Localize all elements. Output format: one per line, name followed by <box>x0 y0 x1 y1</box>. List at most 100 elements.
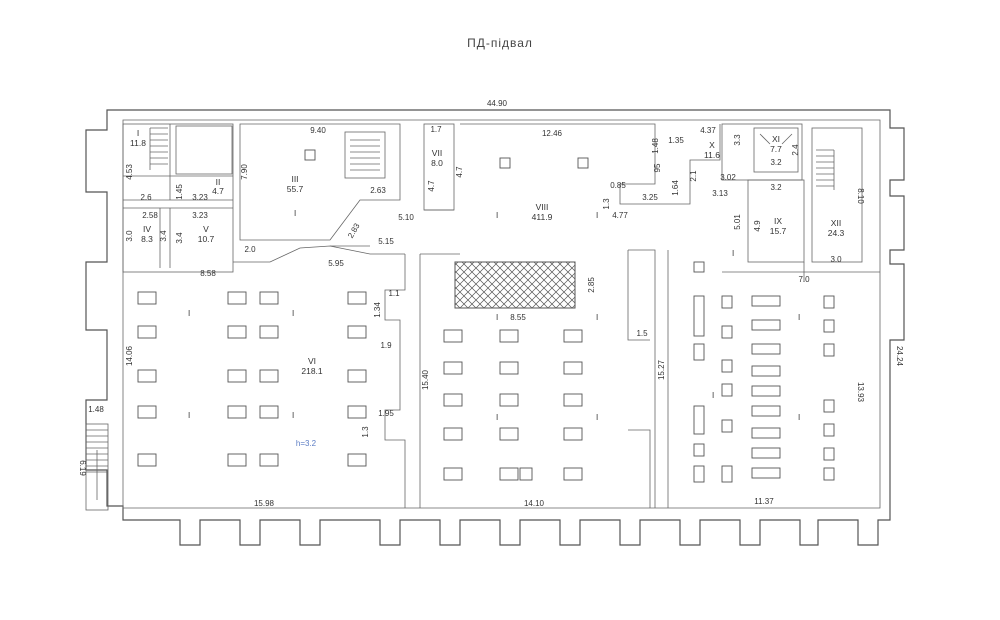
columns-vi <box>137 291 367 467</box>
svg-text:I: I <box>798 313 800 322</box>
entrance-stair <box>85 423 109 511</box>
svg-text:3.02: 3.02 <box>720 173 736 182</box>
dim-left-stair: 6.19 <box>78 460 87 476</box>
svg-text:8.58: 8.58 <box>200 269 216 278</box>
room-num-vi: VI <box>308 356 316 366</box>
room-num-iv: IV <box>143 224 151 234</box>
stair-xii <box>816 149 835 190</box>
hatched-block <box>454 261 576 309</box>
svg-text:I: I <box>712 391 714 400</box>
svg-text:3.13: 3.13 <box>712 189 728 198</box>
room-num-iii: III <box>291 174 298 184</box>
svg-text:1.9: 1.9 <box>380 341 392 350</box>
room-area-vi: 218.1 <box>301 366 323 376</box>
room-num-ii: II <box>216 177 221 187</box>
corridor-wall <box>233 245 405 263</box>
room-viii-wall <box>460 123 721 205</box>
svg-text:5.15: 5.15 <box>378 237 394 246</box>
room-block-topleft <box>122 123 234 273</box>
room-num-x: X <box>709 140 715 150</box>
svg-text:I: I <box>294 209 296 218</box>
svg-text:4.77: 4.77 <box>612 211 628 220</box>
room-ix-wall <box>747 179 805 263</box>
inner-wall <box>122 119 881 509</box>
room-num-vii: VII <box>432 148 442 158</box>
svg-text:14.06: 14.06 <box>125 345 134 366</box>
height-note: h=3.2 <box>296 439 317 448</box>
svg-text:1.64: 1.64 <box>671 180 680 196</box>
svg-text:2.58: 2.58 <box>142 211 158 220</box>
svg-text:3.0: 3.0 <box>830 255 842 264</box>
svg-text:11.37: 11.37 <box>754 497 774 506</box>
svg-text:15.27: 15.27 <box>657 359 666 380</box>
plan-title: ПД-підвал <box>467 36 533 50</box>
svg-text:I: I <box>292 411 294 420</box>
stair-iii <box>344 131 386 179</box>
room-area-i: 11.8 <box>130 138 146 148</box>
room-area-iii: 55.7 <box>287 184 304 194</box>
svg-text:3.23: 3.23 <box>192 193 208 202</box>
svg-text:3.25: 3.25 <box>642 193 658 202</box>
svg-text:2.0: 2.0 <box>244 245 256 254</box>
room-iii-wall <box>239 123 401 241</box>
room-area-v: 10.7 <box>198 234 215 244</box>
svg-text:1.3: 1.3 <box>602 198 611 210</box>
svg-text:3.2: 3.2 <box>770 158 782 167</box>
svg-text:I: I <box>292 309 294 318</box>
room-area-vii: 8.0 <box>431 158 443 168</box>
svg-text:2.83: 2.83 <box>346 221 362 239</box>
svg-text:2.63: 2.63 <box>370 186 386 195</box>
dimension-labels: 4.53 2.6 1.45 3.23 7.90 9.40 2.63 2.58 3… <box>125 125 865 508</box>
svg-text:I: I <box>596 313 598 322</box>
room-area-iv: 8.3 <box>141 234 153 244</box>
svg-text:5.95: 5.95 <box>328 259 344 268</box>
svg-text:2.4: 2.4 <box>791 144 800 156</box>
room-labels: I 11.8 II 4.7 III 55.7 IV 8.3 V 10.7 VI … <box>130 128 845 376</box>
svg-text:3.23: 3.23 <box>192 211 208 220</box>
svg-text:2.6: 2.6 <box>140 193 152 202</box>
room-area-xii: 24.3 <box>828 228 845 238</box>
svg-text:1.48: 1.48 <box>651 138 660 154</box>
dim-overall-width: 44.90 <box>487 99 508 108</box>
svg-text:0.85: 0.85 <box>610 181 626 190</box>
svg-text:14.10: 14.10 <box>524 499 545 508</box>
svg-text:1.45: 1.45 <box>175 184 184 200</box>
svg-text:I: I <box>496 413 498 422</box>
svg-text:7.0: 7.0 <box>798 275 810 284</box>
svg-text:95: 95 <box>653 163 662 172</box>
svg-text:I: I <box>596 413 598 422</box>
room-viii-east-wall <box>628 249 656 508</box>
room-num-ix: IX <box>774 216 782 226</box>
svg-text:I: I <box>496 313 498 322</box>
room-area-viii: 411.9 <box>532 212 553 222</box>
svg-text:1.5: 1.5 <box>636 329 648 338</box>
svg-text:4.7: 4.7 <box>427 180 436 192</box>
room-num-i: I <box>137 128 139 138</box>
room-area-ix: 15.7 <box>770 226 787 236</box>
outer-wall <box>85 109 905 546</box>
room-num-xi: XI <box>772 134 780 144</box>
svg-text:3.3: 3.3 <box>733 134 742 146</box>
room-xi-wall <box>753 127 799 173</box>
svg-text:I: I <box>798 413 800 422</box>
svg-text:8.55: 8.55 <box>510 313 526 322</box>
svg-text:12.46: 12.46 <box>542 129 563 138</box>
stair-i <box>149 127 168 170</box>
svg-text:5.10: 5.10 <box>398 213 414 222</box>
svg-text:7.90: 7.90 <box>240 164 249 180</box>
marks: I I I I I I I I I I I I I I I <box>188 209 800 422</box>
dim-left-stair-w: 1.48 <box>88 405 104 414</box>
svg-text:9.40: 9.40 <box>310 126 326 135</box>
svg-text:I: I <box>596 211 598 220</box>
svg-text:2.85: 2.85 <box>587 277 596 293</box>
svg-text:3.0: 3.0 <box>125 230 134 242</box>
svg-text:13.93: 13.93 <box>856 382 865 403</box>
svg-text:1.35: 1.35 <box>668 136 684 145</box>
svg-text:3.4: 3.4 <box>175 232 184 244</box>
room-num-v: V <box>203 224 209 234</box>
columns-viii <box>443 329 583 481</box>
room-area-ii: 4.7 <box>212 186 224 196</box>
svg-text:3.2: 3.2 <box>770 183 782 192</box>
svg-text:4.9: 4.9 <box>753 220 762 232</box>
